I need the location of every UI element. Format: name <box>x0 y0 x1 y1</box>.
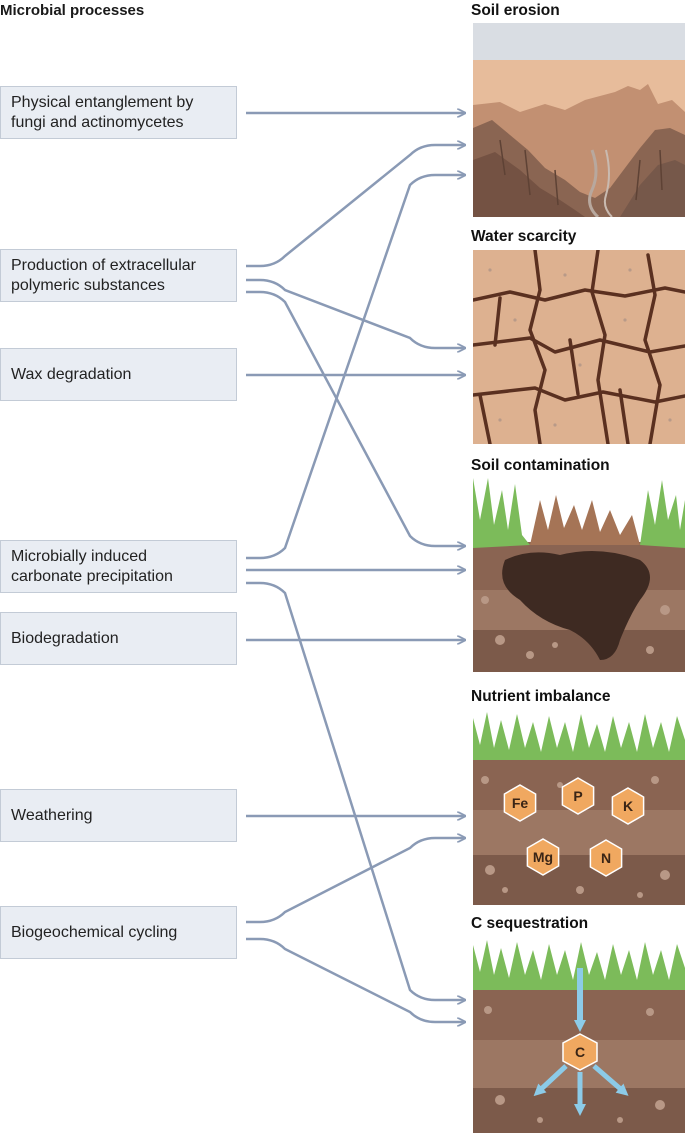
nutrient-hexagon: Fe <box>503 784 537 822</box>
connector-eps-to-contamination <box>246 290 465 546</box>
nutrient-hexagon: P <box>561 777 595 815</box>
nutrient-hexagon: K <box>611 787 645 825</box>
process-biodegradation: Biodegradation <box>0 612 237 665</box>
carbon-flow-arrows <box>533 968 629 1116</box>
panel-heading: Microbial processes <box>0 2 145 19</box>
connector-arrows <box>246 113 465 1022</box>
process-micp: Microbially induced carbonate precipitati… <box>0 540 237 593</box>
process-label: carbonate precipitation <box>11 567 173 585</box>
water-scarcity-illustration <box>473 250 685 444</box>
process-label: Biodegradation <box>11 629 119 647</box>
process-label: Biogeochemical cycling <box>11 923 178 941</box>
connector-eps-to-water <box>246 278 465 348</box>
nutrient-hexagon: N <box>589 839 623 877</box>
challenge-title-nutrient: Nutrient imbalance <box>471 688 611 705</box>
nutrient-label: P <box>573 788 582 804</box>
challenge-title-water: Water scarcity <box>471 228 577 245</box>
challenge-title-sequestration: C sequestration <box>471 915 589 932</box>
process-biogeochemical-cycling: Biogeochemical cycling <box>0 906 237 959</box>
soil-contamination-illustration <box>473 478 685 672</box>
soil-erosion-illustration <box>473 23 685 217</box>
challenge-title-erosion: Soil erosion <box>471 2 560 19</box>
nutrient-label: Fe <box>512 795 529 811</box>
process-wax: Wax degradation <box>0 348 237 401</box>
process-entanglement: Physical entanglement by fungi and actino… <box>0 86 237 139</box>
carbon-hexagon: C <box>562 1033 598 1071</box>
connector-biogeo-to-sequestration <box>246 937 465 1022</box>
process-label: Wax degradation <box>11 365 132 383</box>
nutrient-hexagon: Mg <box>526 838 560 876</box>
process-label: Production of extracellular <box>11 256 196 274</box>
process-label: polymeric substances <box>11 276 165 294</box>
process-weathering: Weathering <box>0 789 237 842</box>
connector-micp-to-sequestration <box>246 581 465 1000</box>
process-label: Microbially induced <box>11 547 148 565</box>
connector-biogeo-to-nutrient <box>246 838 465 924</box>
process-label: Physical entanglement by <box>11 93 194 111</box>
nutrient-label: K <box>623 798 633 814</box>
process-label: fungi and actinomycetes <box>11 113 184 131</box>
challenge-title-contamination: Soil contamination <box>471 457 610 474</box>
connector-eps-to-erosion <box>246 145 465 268</box>
nutrient-label: Mg <box>533 849 553 865</box>
nutrient-label: N <box>601 850 611 866</box>
carbon-label: C <box>575 1044 585 1060</box>
process-label: Weathering <box>11 806 93 824</box>
process-eps: Production of extracellular polymeric sub… <box>0 249 237 302</box>
connector-micp-to-erosion <box>246 175 465 560</box>
